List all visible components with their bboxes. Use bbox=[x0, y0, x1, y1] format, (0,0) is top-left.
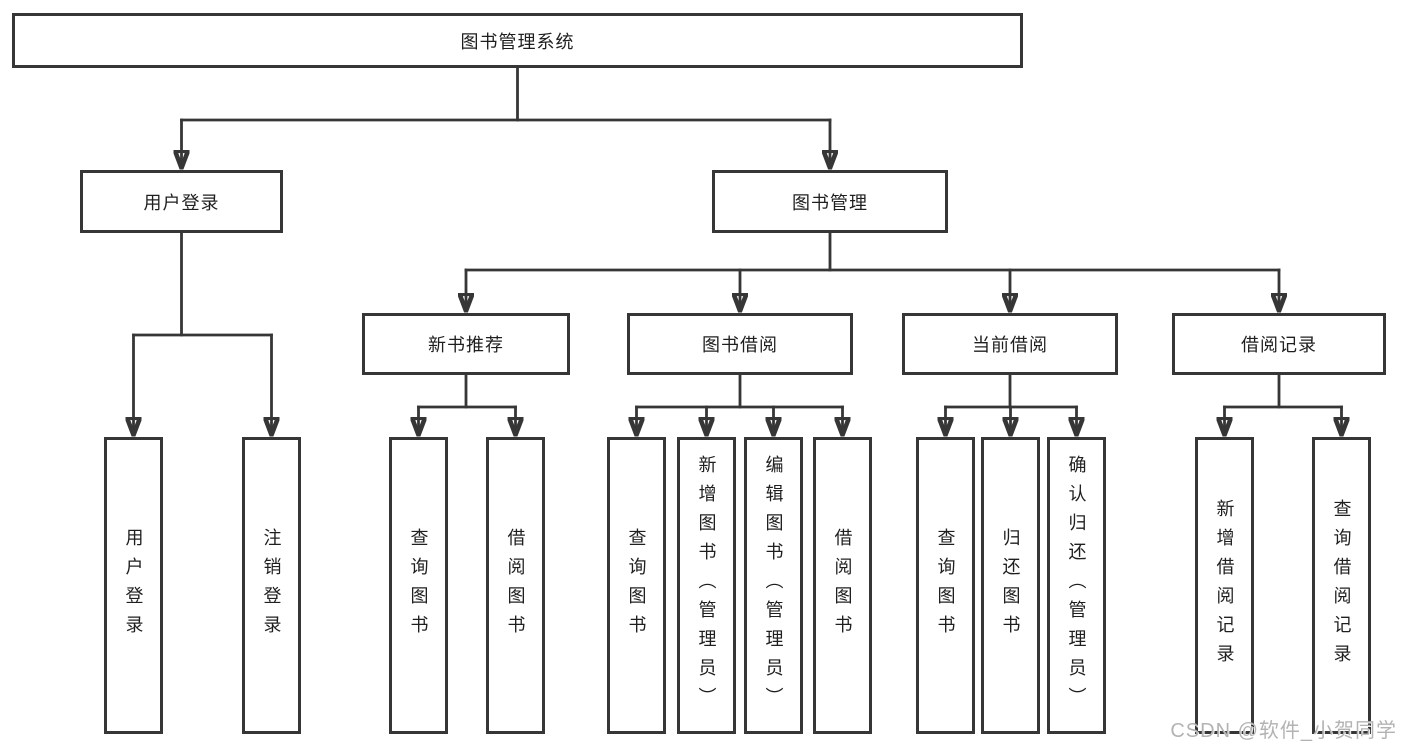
leaf-borrow-books: 借阅图书 bbox=[813, 437, 872, 734]
node-book-management: 图书管理 bbox=[712, 170, 948, 233]
node-user-login: 用户登录 bbox=[80, 170, 283, 233]
node-label: 图书管理 bbox=[792, 192, 868, 213]
node-label: 查询图书 bbox=[626, 527, 647, 644]
connector-book-management-to-level2 bbox=[466, 231, 1279, 311]
connector-root-to-level1 bbox=[182, 66, 831, 168]
node-book-borrow: 图书借阅 bbox=[627, 313, 853, 375]
leaf-logout: 注销登录 bbox=[242, 437, 301, 734]
leaf-user-login: 用户登录 bbox=[104, 437, 163, 734]
node-label: 查询借阅记录 bbox=[1331, 498, 1352, 673]
node-label: 借阅记录 bbox=[1241, 335, 1317, 355]
leaf-query-books-recommend: 查询图书 bbox=[389, 437, 448, 734]
leaf-add-books-admin: 新增图书（管理员） bbox=[677, 437, 736, 734]
node-label: 查询图书 bbox=[935, 527, 956, 644]
node-new-book-recommend: 新书推荐 bbox=[362, 313, 570, 375]
connector-user-login-to-leaves bbox=[134, 231, 272, 435]
node-borrow-record: 借阅记录 bbox=[1172, 313, 1386, 375]
leaf-query-books-borrow: 查询图书 bbox=[607, 437, 666, 734]
node-root-library-system: 图书管理系统 bbox=[12, 13, 1023, 68]
node-label: 编辑图书（管理员） bbox=[763, 455, 784, 716]
node-label: 用户登录 bbox=[123, 527, 144, 644]
node-label: 图书管理系统 bbox=[460, 31, 575, 52]
leaf-query-borrow-record: 查询借阅记录 bbox=[1312, 437, 1371, 734]
node-label: 图书借阅 bbox=[702, 335, 778, 355]
node-label: 新书推荐 bbox=[428, 335, 504, 355]
node-label: 归还图书 bbox=[1000, 527, 1021, 644]
leaf-confirm-return-admin: 确认归还（管理员） bbox=[1047, 437, 1106, 734]
node-label: 当前借阅 bbox=[972, 335, 1048, 355]
leaf-borrow-books-recommend: 借阅图书 bbox=[486, 437, 545, 734]
node-label: 新增借阅记录 bbox=[1214, 498, 1235, 673]
node-label: 新增图书（管理员） bbox=[696, 455, 717, 716]
leaf-add-borrow-record: 新增借阅记录 bbox=[1195, 437, 1254, 734]
connector-book-borrow-to-leaves bbox=[637, 373, 843, 435]
csdn-watermark: CSDN @软件_小贺同学 bbox=[1170, 720, 1397, 742]
node-label: 借阅图书 bbox=[832, 527, 853, 644]
leaf-edit-books-admin: 编辑图书（管理员） bbox=[744, 437, 803, 734]
node-label: 借阅图书 bbox=[505, 527, 526, 644]
connector-current-borrow-to-leaves bbox=[946, 373, 1077, 435]
connector-borrow-record-to-leaves bbox=[1225, 373, 1342, 435]
leaf-return-books: 归还图书 bbox=[981, 437, 1040, 734]
leaf-query-books-current: 查询图书 bbox=[916, 437, 975, 734]
node-label: 注销登录 bbox=[261, 527, 282, 644]
node-label: 查询图书 bbox=[408, 527, 429, 644]
node-label: 用户登录 bbox=[143, 192, 220, 213]
node-current-borrow: 当前借阅 bbox=[902, 313, 1118, 375]
node-label: 确认归还（管理员） bbox=[1066, 455, 1087, 716]
connector-new-book-to-leaves bbox=[419, 373, 516, 435]
